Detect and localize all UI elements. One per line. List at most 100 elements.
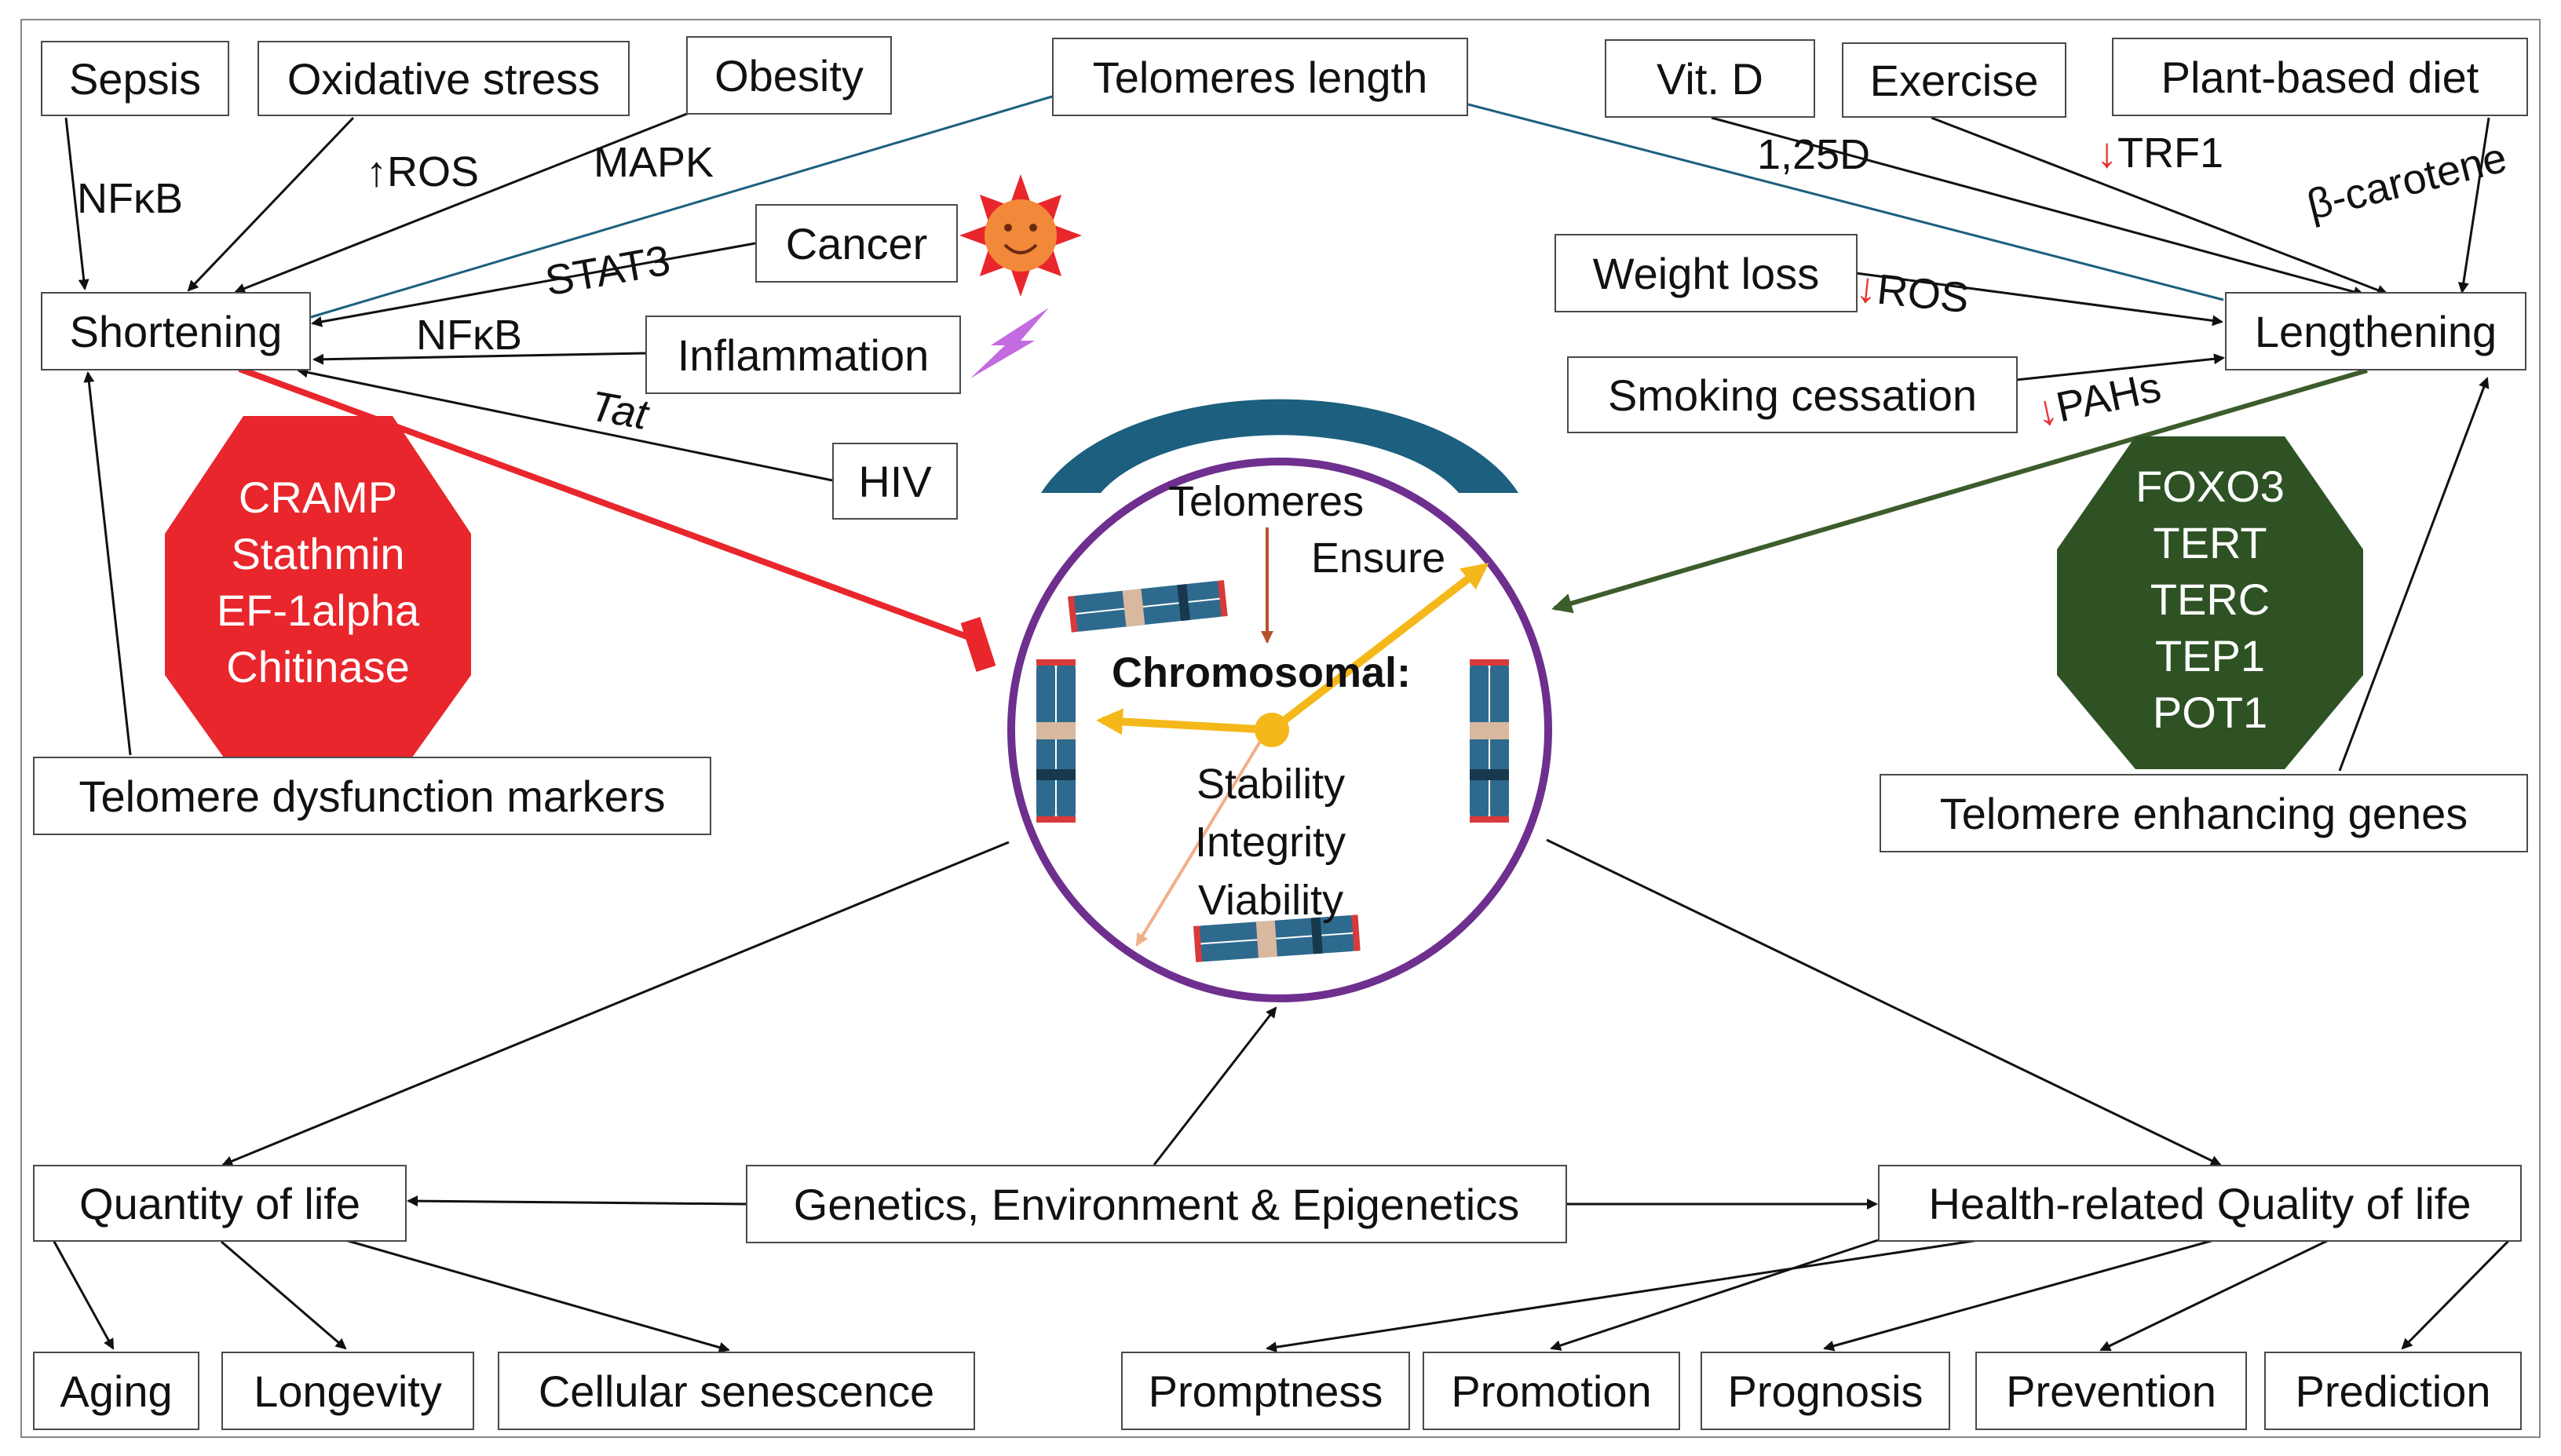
label-tat: Tat	[586, 382, 652, 439]
marker-item: Stathmin	[231, 529, 405, 578]
clock-center	[1255, 713, 1289, 747]
edge-markers-shortening	[83, 371, 132, 756]
edge-quantity-longevity	[221, 1240, 347, 1350]
dysfunction-markers-list: CRAMP Stathmin EF-1alpha Chitinase	[165, 469, 471, 695]
edge-hrqol-prevention	[2099, 1239, 2329, 1352]
smoking-cessation-box: Smoking cessation	[1567, 356, 2018, 433]
longevity-box: Longevity	[221, 1352, 474, 1430]
chromosome-icon	[1470, 659, 1509, 823]
clock-telomeres-label: Telomeres	[1168, 478, 1365, 525]
edge-weightloss-lengthening	[1855, 272, 2223, 327]
ros-weight-text: ROS	[1875, 265, 1971, 323]
edge-quantity-senescence	[345, 1239, 730, 1353]
chromosome-icon	[1193, 914, 1361, 962]
inflammation-box: Inflammation	[645, 316, 961, 394]
plant-based-diet-box: Plant-based diet	[2112, 38, 2528, 116]
marker-item: CRAMP	[238, 473, 398, 522]
lengthening-box: Lengthening	[2225, 292, 2526, 370]
label-nfkb-sepsis: NFκB	[77, 175, 183, 222]
sepsis-box: Sepsis	[41, 41, 229, 116]
molecular-clock-arch	[1041, 399, 1518, 493]
cellular-senescence-box: Cellular senescence	[498, 1352, 975, 1430]
shortening-box: Shortening	[41, 292, 311, 370]
telomere-enhancing-genes-box: Telomere enhancing genes	[1880, 774, 2528, 852]
edge-sepsis-shortening	[64, 117, 90, 290]
edge-clock-hrqol	[1546, 838, 2222, 1166]
gene-item: TEP1	[2154, 631, 2266, 681]
edge-genetics-quantity	[407, 1195, 747, 1207]
telomeres-length-box: Telomeres length	[1052, 38, 1468, 116]
cancer-box: Cancer	[755, 204, 958, 283]
edge-exercise-lengthening	[1931, 116, 2388, 296]
edge-quantity-aging	[52, 1239, 115, 1350]
vitd-box: Vit. D	[1605, 39, 1815, 118]
gene-item: TERC	[2150, 575, 2271, 624]
genetics-box: Genetics, Environment & Epigenetics	[746, 1165, 1567, 1243]
inhibit-bar	[960, 617, 996, 672]
lightning-icon	[970, 308, 1049, 378]
chromosome-icon	[1068, 580, 1228, 633]
clock-hand-short	[1096, 708, 1273, 735]
edge-shortening-inhibits-clock	[238, 366, 988, 647]
clock-hand-long	[1269, 563, 1489, 733]
weight-loss-box: Weight loss	[1555, 234, 1858, 312]
edge-telomeres-shortening	[310, 95, 1053, 319]
edge-hrqol-prognosis	[1823, 1239, 2215, 1352]
edge-telomeres-lengthening	[1467, 103, 2224, 301]
enhancing-genes-list: FOXO3 TERT TERC TEP1 POT1	[2057, 458, 2363, 741]
marker-item: EF-1alpha	[216, 586, 420, 635]
label-trf1: ↓TRF1	[2096, 132, 2223, 174]
dysfunction-markers-octagon	[165, 416, 471, 785]
viability-inner-arrow	[1135, 728, 1269, 947]
enhancing-genes-octagon	[2057, 436, 2363, 769]
edge-smoking-lengthening	[2015, 353, 2225, 381]
edge-genes-lengthening	[2338, 377, 2490, 772]
prognosis-box: Prognosis	[1701, 1352, 1950, 1430]
edge-lengthening-clock	[1551, 368, 2368, 614]
down-arrow-icon: ↓	[2096, 130, 2117, 177]
hrqol-box: Health-related Quality of life	[1878, 1165, 2522, 1242]
clock-ensure-label: Ensure	[1311, 535, 1446, 582]
edge-cancer-shortening	[311, 242, 756, 327]
obesity-box: Obesity	[686, 36, 892, 115]
quantity-of-life-box: Quantity of life	[33, 1165, 407, 1242]
clock-chromosomal-label: Chromosomal:	[1112, 649, 1412, 696]
chromosome-icon	[1036, 659, 1076, 823]
gene-item: POT1	[2152, 688, 2268, 737]
marker-item: Chitinase	[226, 642, 410, 692]
clock-viability-label: Viability	[1198, 877, 1344, 924]
ros-text: ROS	[387, 148, 480, 195]
oxidative-stress-box: Oxidative stress	[258, 41, 630, 116]
edge-diet-lengthening	[2457, 117, 2490, 294]
gene-item: FOXO3	[2135, 462, 2285, 511]
clock-stability-label: Stability	[1196, 761, 1346, 808]
edge-hrqol-promotion	[1550, 1239, 1879, 1351]
diagram-frame	[20, 19, 2541, 1438]
edge-hrqol-prediction	[2401, 1239, 2511, 1350]
up-arrow-icon: ↑	[366, 148, 387, 195]
aging-box: Aging	[33, 1352, 199, 1430]
gene-item: TERT	[2153, 518, 2267, 567]
edge-vitd-lengthening	[1711, 116, 2365, 297]
label-mapk: MAPK	[594, 139, 714, 186]
sun-icon	[959, 174, 1082, 297]
telomere-dysfunction-markers-box: Telomere dysfunction markers	[33, 757, 711, 835]
prediction-box: Prediction	[2264, 1352, 2522, 1430]
edge-hrqol-promptness	[1266, 1239, 1979, 1353]
exercise-box: Exercise	[1842, 42, 2066, 118]
trf1-text: TRF1	[2117, 130, 2223, 177]
clock-integrity-label: Integrity	[1195, 819, 1346, 866]
promptness-box: Promptness	[1121, 1352, 1410, 1430]
edge-obesity-shortening	[234, 111, 692, 294]
edge-oxstress-shortening	[187, 116, 355, 292]
label-nfkb-inflammation: NFκB	[416, 312, 522, 359]
edge-inflammation-shortening	[312, 352, 646, 365]
edge-clock-quantity	[221, 841, 1010, 1166]
hiv-box: HIV	[832, 443, 958, 520]
label-125d: 1,25D	[1757, 131, 1871, 178]
label-ros-weight: ↓ROS	[1854, 264, 1971, 323]
label-ros-up: ↑ROS	[366, 151, 479, 193]
promotion-box: Promotion	[1423, 1352, 1680, 1430]
edge-hiv-shortening	[297, 367, 833, 482]
